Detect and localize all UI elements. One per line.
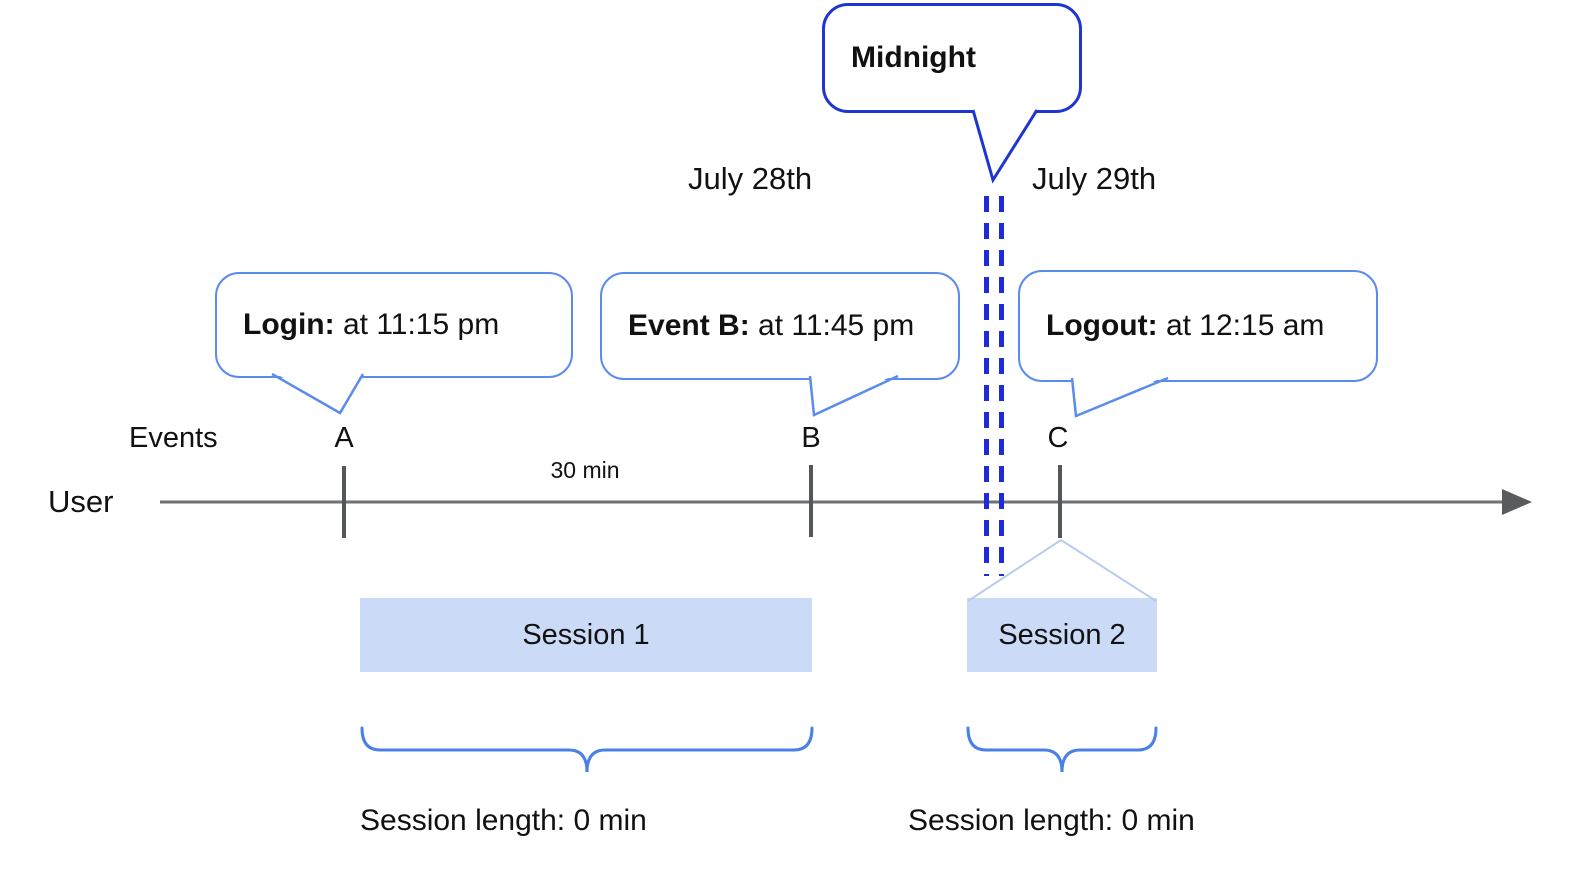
- session-1-label: Session 1: [522, 618, 650, 651]
- login-callout-tail-stroke: [271, 372, 365, 415]
- events-axis-label: Events: [129, 422, 218, 454]
- interval-label-30min: 30 min: [550, 457, 620, 483]
- date-label-july-28: July 28th: [688, 161, 813, 196]
- date-label-july-29: July 29th: [1032, 161, 1157, 196]
- session-1-length-label: Session length: 0 min: [360, 804, 647, 837]
- event-b-callout: Event B: at 11:45 pm: [600, 272, 960, 380]
- event-b-callout-detail: at 11:45 pm: [749, 309, 915, 342]
- login-callout: Login: at 11:15 pm: [215, 272, 573, 378]
- session-2-box: Session 2: [967, 598, 1157, 672]
- session-2-label: Session 2: [998, 618, 1126, 651]
- user-axis-label: User: [48, 484, 114, 519]
- timeline-arrowhead-icon: [1502, 489, 1532, 515]
- session-2-connector-left: [967, 539, 1062, 602]
- midnight-callout-tail-stroke: [971, 109, 1039, 184]
- session-2-length-label: Session length: 0 min: [908, 804, 1195, 837]
- session-1-box: Session 1: [360, 598, 812, 672]
- midnight-callout: Midnight: [822, 3, 1082, 113]
- event-marker-c: C: [1047, 422, 1069, 454]
- session-2-connector-right: [1060, 539, 1157, 602]
- logout-callout-tail-stroke: [1070, 376, 1169, 418]
- event-marker-b: B: [801, 422, 821, 454]
- logout-callout-title: Logout:: [1046, 309, 1158, 342]
- session-1-brace: [360, 726, 814, 773]
- event-marker-a: A: [334, 422, 354, 454]
- logout-callout: Logout: at 12:15 am: [1018, 270, 1378, 382]
- midnight-label: Midnight: [851, 41, 976, 74]
- login-callout-detail: at 11:15 pm: [334, 308, 500, 341]
- event-b-callout-tail-stroke: [808, 374, 899, 417]
- event-b-callout-title: Event B:: [628, 309, 750, 342]
- logout-callout-detail: at 12:15 am: [1157, 309, 1325, 342]
- login-callout-title: Login:: [243, 308, 335, 341]
- session-2-brace: [966, 726, 1158, 773]
- midnight-callout-tail: [973, 107, 1037, 180]
